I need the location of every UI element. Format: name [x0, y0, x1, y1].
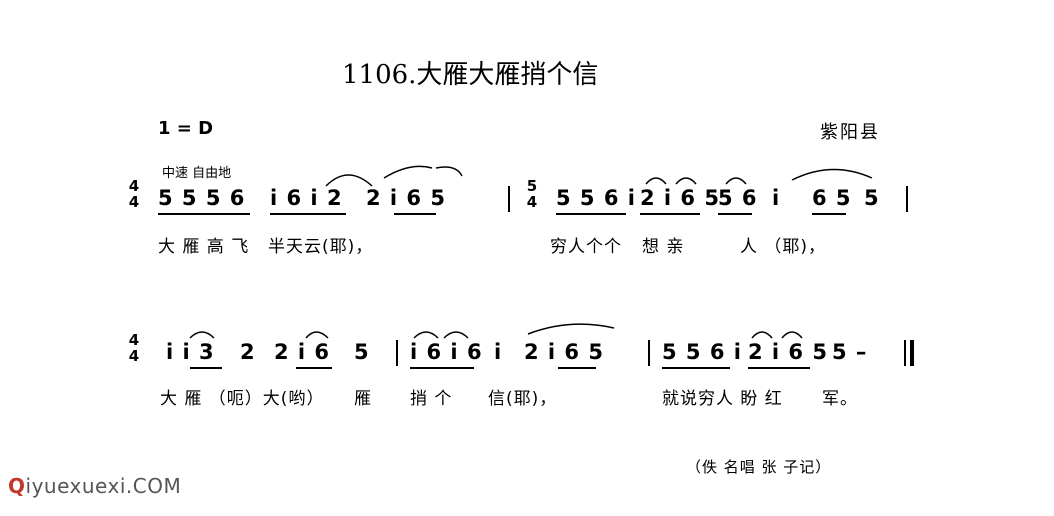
lyric: 人 （耶)， — [740, 237, 827, 257]
slur — [325, 174, 373, 187]
slur — [443, 331, 469, 339]
note-group: 2 — [240, 340, 256, 364]
note-group: 5 5 6 i — [662, 340, 742, 364]
beat-underline — [556, 213, 626, 215]
bar-line — [508, 186, 510, 212]
final-bar-thick — [910, 340, 914, 366]
slur — [413, 331, 439, 339]
note-group: 2 i 6 5 — [640, 186, 720, 210]
note-group: 5 – — [832, 340, 868, 364]
note-group: i — [494, 340, 503, 364]
lyric: 信(耶)， — [488, 389, 558, 409]
note-group: 2 i 6 5 — [366, 186, 446, 210]
note-group: 2 i 6 5 — [524, 340, 604, 364]
beat-underline — [296, 367, 332, 369]
bar-line — [906, 186, 908, 212]
slur — [527, 323, 615, 335]
lyric: 大 雁 高 飞 — [158, 237, 250, 257]
beat-underline — [748, 367, 810, 369]
note-group: 5 5 6 i — [556, 186, 636, 210]
beat-underline — [812, 213, 846, 215]
slur — [791, 168, 873, 181]
page-title: 1106.大雁大雁捎个信 — [342, 60, 599, 90]
lyric: 半天云(耶)， — [268, 237, 374, 257]
slur — [725, 177, 747, 185]
beat-underline — [662, 367, 730, 369]
credit-line: （佚 名唱 张 子记） — [686, 458, 832, 476]
note-group: i — [772, 186, 781, 210]
key-signature: 1 = D — [158, 118, 214, 139]
lyric: 想 亲 — [642, 237, 685, 257]
note-group: 5 6 — [718, 186, 758, 210]
beat-underline — [558, 367, 596, 369]
slur — [189, 331, 215, 339]
note-group: i 6 i 2 — [270, 186, 343, 210]
note-group: 5 5 5 6 — [158, 186, 246, 210]
bar-line — [648, 340, 650, 366]
slur — [383, 165, 433, 179]
site-watermark: Qiyuexuexi.COM — [8, 474, 182, 498]
beat-underline — [270, 213, 346, 215]
lyric: 穷人个个 — [550, 237, 622, 257]
lyric: 就说穷人 盼 红 — [662, 389, 783, 409]
beat-underline — [394, 213, 436, 215]
note-group: 5 — [864, 186, 880, 210]
note-group: i 6 i 6 — [410, 340, 483, 364]
slur — [781, 331, 803, 339]
note-group: 2 i 6 5 — [748, 340, 828, 364]
slur — [645, 177, 667, 185]
slur — [675, 177, 697, 185]
lyric: 军。 — [822, 389, 858, 409]
final-bar-thin — [904, 340, 906, 366]
beat-underline — [718, 213, 752, 215]
slur — [305, 331, 329, 339]
beat-underline — [158, 213, 250, 215]
tempo-marking: 中速 自由地 — [162, 166, 232, 181]
lyric: 大 雁 （呃）大(哟） — [160, 389, 325, 409]
note-group: 2 i 6 — [274, 340, 331, 364]
bar-line — [396, 340, 398, 366]
slur — [435, 166, 463, 177]
note-group: i i 3 — [166, 340, 215, 364]
lyric: 捎 个 — [410, 389, 453, 409]
slur — [751, 331, 773, 339]
lyric: 雁 — [354, 389, 372, 409]
beat-underline — [410, 367, 474, 369]
note-group: 5 — [354, 340, 370, 364]
note-group: 6 5 — [812, 186, 852, 210]
beat-underline — [190, 367, 222, 369]
region-label: 紫阳县 — [820, 122, 880, 143]
beat-underline — [640, 213, 700, 215]
